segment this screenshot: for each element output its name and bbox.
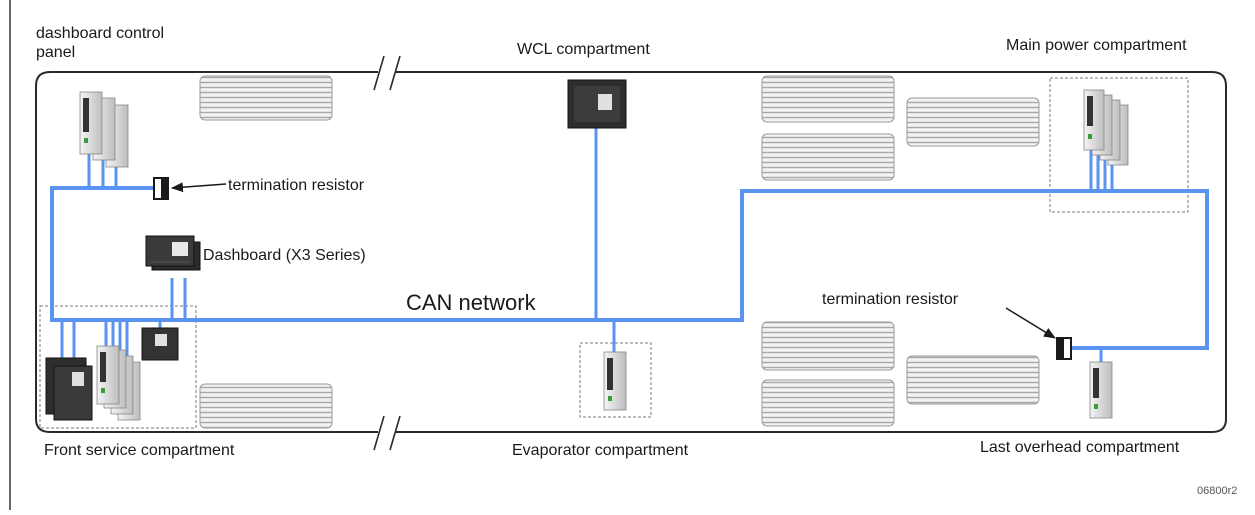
break-marks-bottom <box>373 415 401 451</box>
label-dashboard-x3: Dashboard (X3 Series) <box>203 247 366 264</box>
vehicle-outline <box>35 71 1227 433</box>
grille <box>761 133 895 181</box>
front-service-box <box>39 305 197 429</box>
grille <box>906 355 1040 405</box>
grille <box>199 383 333 429</box>
front-service-units <box>45 327 179 421</box>
grille <box>199 75 333 121</box>
label-last-overhead: Last overhead compartment <box>980 439 1180 456</box>
label-front-service: Front service compartment <box>44 442 235 459</box>
dashboard-x3-unit <box>145 235 201 271</box>
last-overhead-module <box>1089 361 1113 419</box>
can-bus-main <box>50 186 1209 350</box>
grille <box>906 97 1040 147</box>
label-wcl: WCL compartment <box>517 41 650 58</box>
dashboard-panel-modules <box>79 91 129 168</box>
evaporator-module <box>603 351 627 411</box>
label-evaporator: Evaporator compartment <box>512 442 689 459</box>
label-main-power: Main power compartment <box>1006 37 1187 54</box>
label-dashboard-panel-1: dashboard control <box>36 25 164 42</box>
can-drops <box>60 128 1114 362</box>
label-dashboard-panel-2: panel <box>36 44 75 61</box>
termination-resistor-right <box>1056 337 1072 360</box>
figure-code: 06800r2 <box>1197 485 1237 497</box>
break-marks-top <box>373 55 401 91</box>
label-termination-resistor-right: termination resistor <box>822 291 959 308</box>
main-power-box <box>1049 77 1189 213</box>
grille <box>761 75 895 123</box>
grille <box>761 379 895 427</box>
termination-arrow-top <box>171 182 227 193</box>
termination-arrow-right <box>1005 307 1056 339</box>
can-bus <box>50 186 1209 350</box>
label-can-network: CAN network <box>406 290 537 315</box>
grille <box>761 321 895 371</box>
wcl-unit <box>567 79 627 129</box>
main-power-modules <box>1083 89 1129 166</box>
label-termination-resistor-top: termination resistor <box>228 177 365 194</box>
termination-resistor-top <box>153 177 169 200</box>
grilles <box>199 75 1040 429</box>
